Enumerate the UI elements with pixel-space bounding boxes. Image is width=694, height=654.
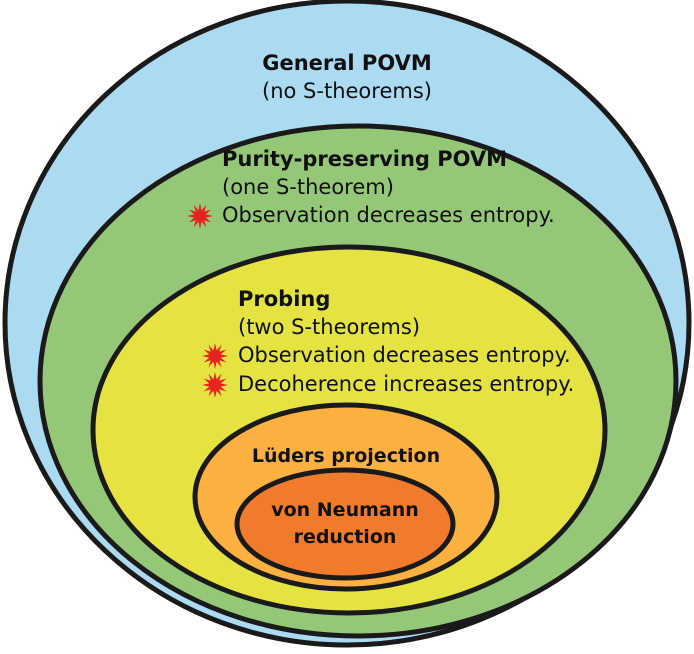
von-neumann-title-line2: reduction [294, 526, 397, 548]
starburst-icon [187, 203, 213, 229]
starburst-icon [202, 372, 228, 398]
starburst-icon [202, 343, 228, 369]
probing-title: Probing [238, 287, 330, 311]
general-povm-title: General POVM [262, 51, 432, 75]
probing-subtitle: (two S-theorems) [238, 315, 420, 339]
purity-item-1-text: Observation decreases entropy. [222, 203, 555, 227]
purity-preserving-subtitle: (one S-theorem) [222, 175, 394, 199]
luders-projection-title: Lüders projection [252, 445, 440, 467]
von-neumann-ellipse [234, 467, 456, 581]
general-povm-subtitle: (no S-theorems) [262, 79, 432, 103]
von-neumann-title-line1: von Neumann [271, 499, 419, 521]
probing-item-2: Decoherence increases entropy. [202, 372, 574, 398]
purity-preserving-title: Purity-preserving POVM [222, 147, 507, 171]
probing-item-2-text: Decoherence increases entropy. [238, 372, 574, 396]
probing-item-1-text: Observation decreases entropy. [238, 343, 571, 367]
purity-item-1: Observation decreases entropy. [187, 203, 555, 229]
probing-item-1: Observation decreases entropy. [202, 343, 571, 369]
